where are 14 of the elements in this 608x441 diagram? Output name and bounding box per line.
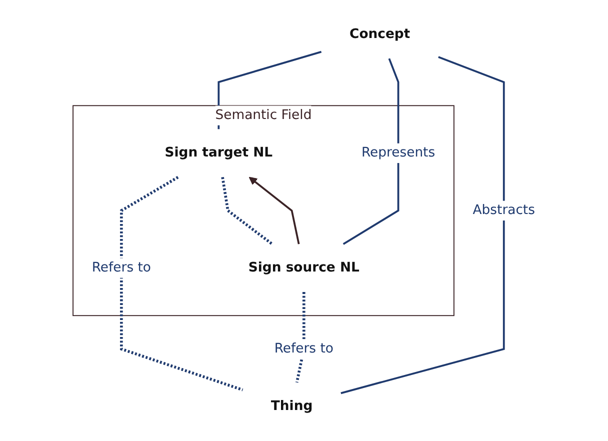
arrow bbox=[248, 176, 300, 244]
node-text: Sign target NL bbox=[164, 145, 273, 160]
connector bbox=[221, 176, 273, 246]
edge-label: Represents bbox=[361, 145, 436, 160]
node-text: Concept bbox=[350, 26, 410, 42]
edge-label: Refers to bbox=[92, 260, 151, 276]
connector bbox=[120, 176, 244, 392]
node-text: Thing bbox=[270, 398, 313, 414]
edge-label: Refers to bbox=[274, 341, 334, 356]
connector bbox=[340, 56, 505, 394]
connector bbox=[218, 50, 322, 130]
edge-label: Abstracts bbox=[472, 202, 535, 218]
node-text: Sign source NL bbox=[248, 260, 360, 276]
connector bbox=[342, 58, 400, 245]
